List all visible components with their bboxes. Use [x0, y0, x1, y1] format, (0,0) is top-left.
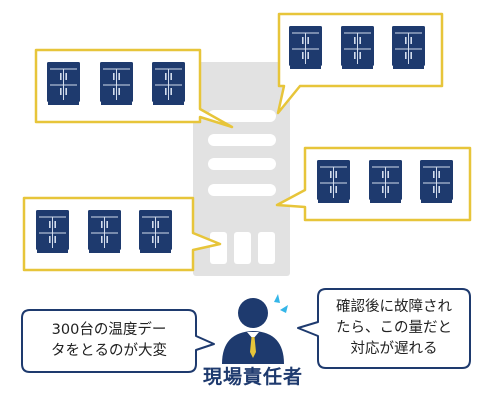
refrigerator-icon [419, 159, 454, 204]
callout-bottom-left [22, 196, 222, 272]
refrigerator-icon [391, 25, 426, 70]
refrigerator-icon [288, 25, 323, 70]
callout-top-right [276, 12, 444, 115]
refrigerator-icon [138, 209, 173, 254]
speech-text-right: 確認後に故障され たら、この量だと 対応が遅れる [336, 299, 452, 357]
person-label: 現場責任者 [202, 366, 303, 388]
speech-bubble-left [21, 309, 215, 373]
speech-bubble-right [297, 288, 471, 369]
refrigerator-icon [340, 25, 375, 70]
speech-text-left: 300台の温度デー タをとるのが大変 [51, 322, 167, 359]
refrigerator-icon [35, 209, 70, 254]
sweat-icon [274, 294, 288, 313]
refrigerator-icon [99, 61, 134, 106]
refrigerator-icon [316, 159, 351, 204]
callout-mid-right [275, 146, 472, 222]
refrigerator-icon [46, 61, 81, 106]
server-icon [193, 62, 290, 276]
refrigerator-icon [368, 159, 403, 204]
callout-top-left [34, 48, 234, 129]
manager-person-icon [222, 298, 284, 364]
refrigerator-icon [87, 209, 122, 254]
refrigerator-icon [151, 61, 186, 106]
